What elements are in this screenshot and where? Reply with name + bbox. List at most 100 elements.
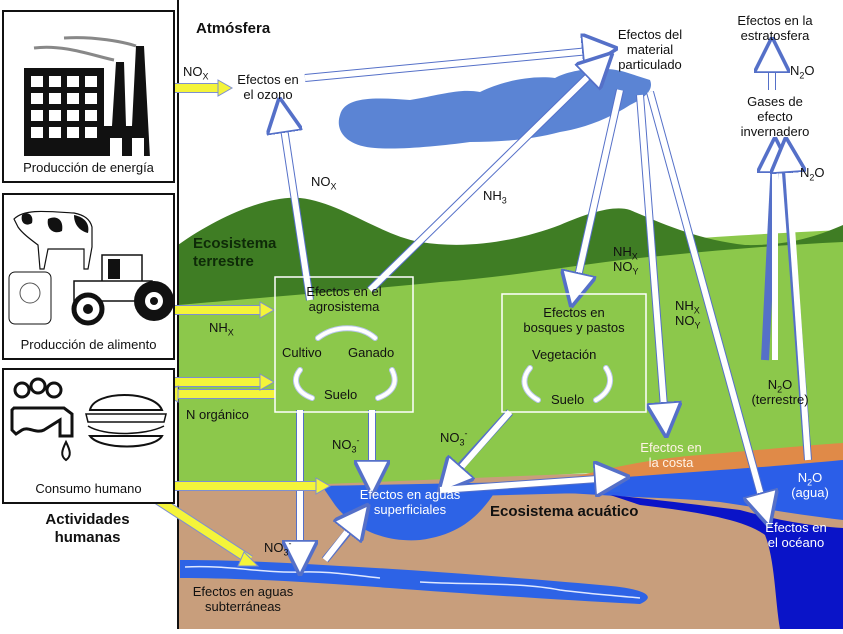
node-text-line: Efectos en (543, 305, 605, 320)
flow-base: NH (209, 320, 228, 335)
flow-sub: X (330, 181, 337, 192)
flow-base: NO (332, 437, 352, 452)
node-text-line: N2O (767, 377, 793, 395)
arrow-deposit-ocean (647, 91, 765, 510)
yellow-arrows (155, 79, 332, 567)
panel-caption: Producción de alimento (20, 337, 157, 352)
flow-label-nhx-noy-forest: NHX NOY (613, 244, 639, 277)
node-text-line: Efectos en aguas (192, 584, 294, 599)
zone-atmosphere-label: Atmósfera (196, 20, 271, 37)
node-text-line: agrosistema (308, 299, 380, 314)
node-text-line: el ozono (243, 87, 293, 102)
flow-sub: X (227, 327, 234, 338)
deep-ocean (610, 495, 843, 629)
cycle-label-soil: Suelo (324, 387, 358, 402)
farm-icon (8, 210, 173, 326)
node-text-line: Efectos en la (737, 13, 813, 28)
flow-base: NO (440, 430, 460, 445)
flow-base: NH (613, 244, 632, 259)
flow-sub: X (631, 251, 638, 262)
coast-strip (570, 443, 843, 478)
flow-line: NHX (613, 244, 639, 262)
node-text-line: la costa (648, 455, 694, 470)
node-n2o-water: N2O (agua) (782, 470, 838, 500)
factory-icon (24, 36, 150, 156)
yellow-arrow-consumption-ground (155, 496, 253, 564)
flow-label-n-organic: N orgánico (186, 407, 249, 422)
node-forest-title: Efectos en bosques y pastos (502, 305, 646, 335)
flow-sub: 2 (799, 70, 805, 81)
node-text-line: el océano (767, 535, 825, 550)
flow-sub: X (202, 71, 209, 82)
flow-label-nhx-noy-coast: NHX NOY (675, 298, 701, 331)
node-text-line: (terrestre) (751, 392, 809, 407)
node-groundwater-effects: Efectos en aguas subterráneas (183, 584, 303, 614)
node-text-line: Efectos en aguas (359, 487, 461, 502)
flow-base: NO (311, 174, 331, 189)
flow-base: NO (613, 259, 633, 274)
flow-label-n2o-ghg: N2O (800, 165, 825, 183)
consumption-icon (10, 377, 167, 462)
zone-aquatic-label: Ecosistema acuático (490, 503, 639, 520)
cycle-label-livestock: Ganado (348, 345, 395, 360)
node-text-line: Efectos en (237, 72, 299, 87)
flow-base: NO (264, 540, 284, 555)
panel-food-production: Producción de alimento (2, 193, 175, 360)
node-text-line: bosques y pastos (523, 320, 625, 335)
flow-tail: O (804, 63, 815, 78)
node-text-line: Gases de (747, 94, 803, 109)
flow-label-n2o-strat: N2O (790, 63, 815, 81)
flow-line: NOY (675, 313, 701, 331)
forest-box (501, 293, 647, 413)
flow-line: NOY (613, 259, 639, 277)
arrow-forest-surface (450, 410, 513, 480)
node-text-line: Efectos en el (306, 284, 382, 299)
arrow-ozone-to-particulate (304, 50, 600, 81)
arrow-ground-surface (322, 518, 358, 562)
node-ozone-effects: Efectos en el ozono (228, 72, 308, 102)
flow-base: NH (675, 298, 694, 313)
agro-box (274, 276, 414, 413)
flow-sub: 3 (283, 547, 289, 558)
flow-sub: 2 (809, 172, 815, 183)
node-text-line: particulado (618, 57, 682, 72)
flow-sub: Y (632, 266, 639, 277)
node-agrosystem-title: Efectos en el agrosistema (275, 284, 413, 314)
cycle-label-soil: Suelo (551, 392, 585, 407)
node-greenhouse-gases: Gases de efecto invernadero (735, 94, 815, 139)
panel-caption: Consumo humano (35, 481, 142, 496)
sidebar-title-line2: humanas (54, 529, 121, 546)
node-text-line: (agua) (791, 485, 829, 500)
zone-terrestrial-line1: Ecosistema (193, 235, 277, 252)
node-text-line: Efectos en (765, 520, 827, 535)
node-text-line: superficiales (373, 502, 447, 517)
cycle-label-crop: Cultivo (282, 345, 322, 360)
node-n2o-terrestrial: N2O (terrestre) (740, 377, 820, 407)
flow-sub: Y (694, 320, 701, 331)
flow-line: NHX (675, 298, 701, 315)
flow-base: NO (183, 64, 203, 79)
panel-energy-production: Producción de energía (2, 10, 175, 183)
cycle-label-vegetation: Vegetación (532, 347, 597, 362)
node-text-line: Efectos del (617, 27, 683, 42)
panel-human-consumption: Consumo humano (2, 368, 175, 504)
flow-sup: - (288, 538, 292, 549)
arrow-deposit-forest (575, 89, 623, 290)
node-text-line: invernadero (740, 124, 810, 139)
flow-base: N (790, 63, 800, 78)
cycle-arrows (293, 325, 614, 403)
flow-label-nox-energy: NOX (183, 64, 209, 82)
flow-base: NH (483, 188, 502, 203)
arrow-nh3-up (367, 65, 600, 293)
flow-label-nh3: NH3 (483, 188, 507, 205)
arrow-surface-coast (439, 478, 612, 490)
sidebar-title-line1: Actividades (45, 511, 130, 528)
node-particulate-effects: Efectos del material particulado (605, 27, 695, 72)
white-arrows (282, 50, 812, 562)
dark-green-hills (178, 197, 843, 305)
flow-base: NO (675, 313, 695, 328)
node-ocean-effects: Efectos en el océano (756, 520, 836, 550)
node-text-line: estratosfera (740, 28, 810, 43)
